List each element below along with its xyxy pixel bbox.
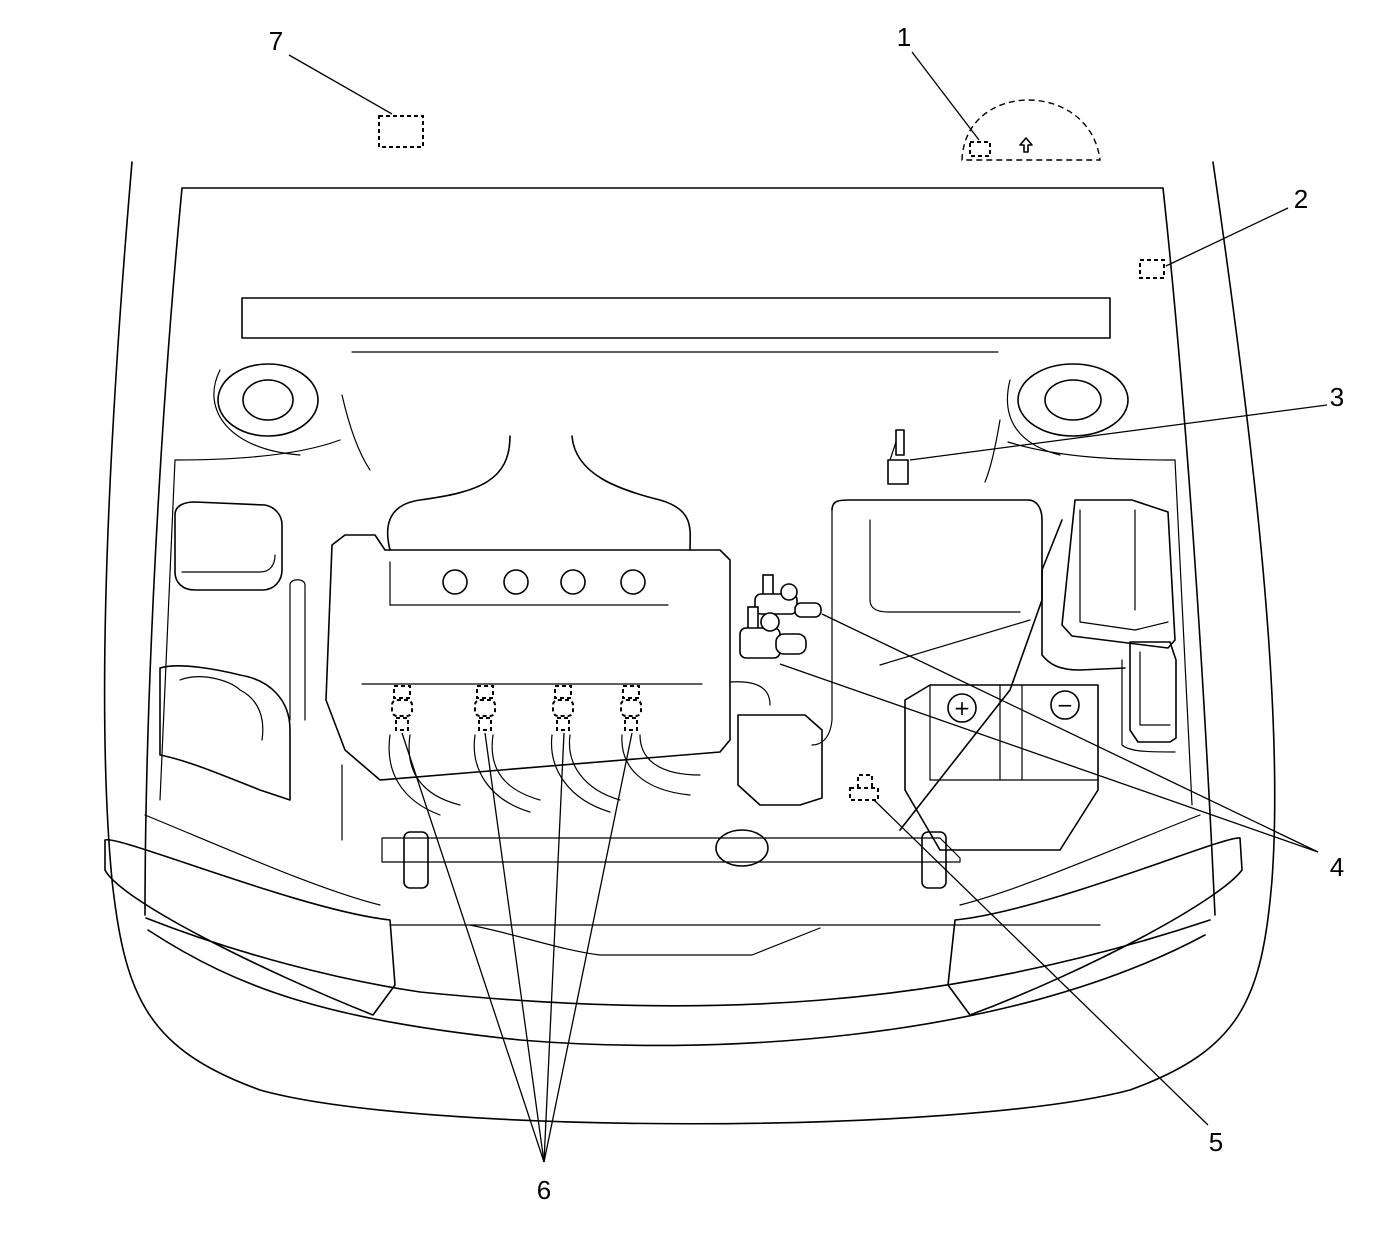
leader-7	[288, 54, 393, 115]
coil-connector-4	[620, 685, 642, 731]
leader-lines	[288, 51, 1328, 1163]
brake-module-block	[729, 681, 823, 806]
right-apron	[1007, 441, 1176, 461]
right-headlamp	[947, 814, 1243, 1016]
battery-negative-terminal	[1050, 690, 1080, 720]
battery: + −	[904, 684, 1099, 851]
coil-connector-1	[391, 685, 413, 731]
solenoid-upper	[754, 574, 822, 618]
engine-lower-structure	[341, 764, 1101, 956]
up-arrow-icon	[1019, 137, 1033, 153]
leader-6a	[401, 732, 545, 1163]
evap-solenoid-valves	[739, 574, 822, 659]
leader-4a	[821, 613, 1319, 853]
callout-4: 4	[1330, 852, 1344, 882]
hidden-component-1	[969, 141, 991, 157]
callout-3: 3	[1330, 382, 1344, 412]
left-headlamp	[104, 814, 396, 1016]
coolant-reservoir	[159, 579, 306, 801]
underhood-fuse-block	[1041, 499, 1177, 753]
left-apron	[174, 439, 341, 461]
leader-5	[873, 799, 1209, 1126]
vehicle-body-outline	[103, 161, 1276, 1125]
callout-1: 1	[897, 22, 911, 52]
ignition-coil-connectors	[391, 685, 642, 731]
sensor-connector-3	[887, 429, 909, 485]
callout-7: 7	[269, 26, 283, 56]
battery-negative-label: −	[1057, 693, 1074, 717]
leader-1	[911, 51, 980, 141]
leader-6b	[484, 732, 545, 1163]
leader-6d	[543, 732, 633, 1163]
hidden-component-1-group	[961, 99, 1101, 161]
connector-5	[849, 774, 879, 801]
callout-6: 6	[537, 1175, 551, 1205]
callout-labels: 7 1 2 3 4 5 6	[269, 22, 1344, 1205]
leader-4b	[779, 663, 1319, 853]
right-strut-tower	[984, 363, 1129, 483]
battery-tray	[811, 499, 1043, 831]
callout-2: 2	[1294, 184, 1308, 214]
air-cleaner-box	[174, 501, 283, 591]
air-intake-duct	[386, 435, 692, 551]
battery-positive-label: +	[954, 696, 971, 720]
battery-positive-terminal	[947, 693, 977, 723]
leader-6c	[543, 732, 565, 1163]
hidden-component-7	[378, 115, 424, 148]
hidden-component-2	[1139, 259, 1165, 279]
left-strut-tower	[213, 363, 371, 471]
leader-3	[909, 404, 1328, 461]
callout-5: 5	[1209, 1127, 1223, 1157]
coil-connector-3	[552, 685, 574, 731]
solenoid-lower	[739, 606, 807, 659]
coil-connector-2	[474, 685, 496, 731]
leader-2	[1165, 207, 1289, 267]
intake-runners	[388, 734, 701, 816]
cowl-panel	[241, 297, 1111, 353]
left-fender-edge	[159, 459, 176, 801]
right-fender-edge	[1174, 459, 1193, 806]
engine-cover	[325, 534, 731, 781]
